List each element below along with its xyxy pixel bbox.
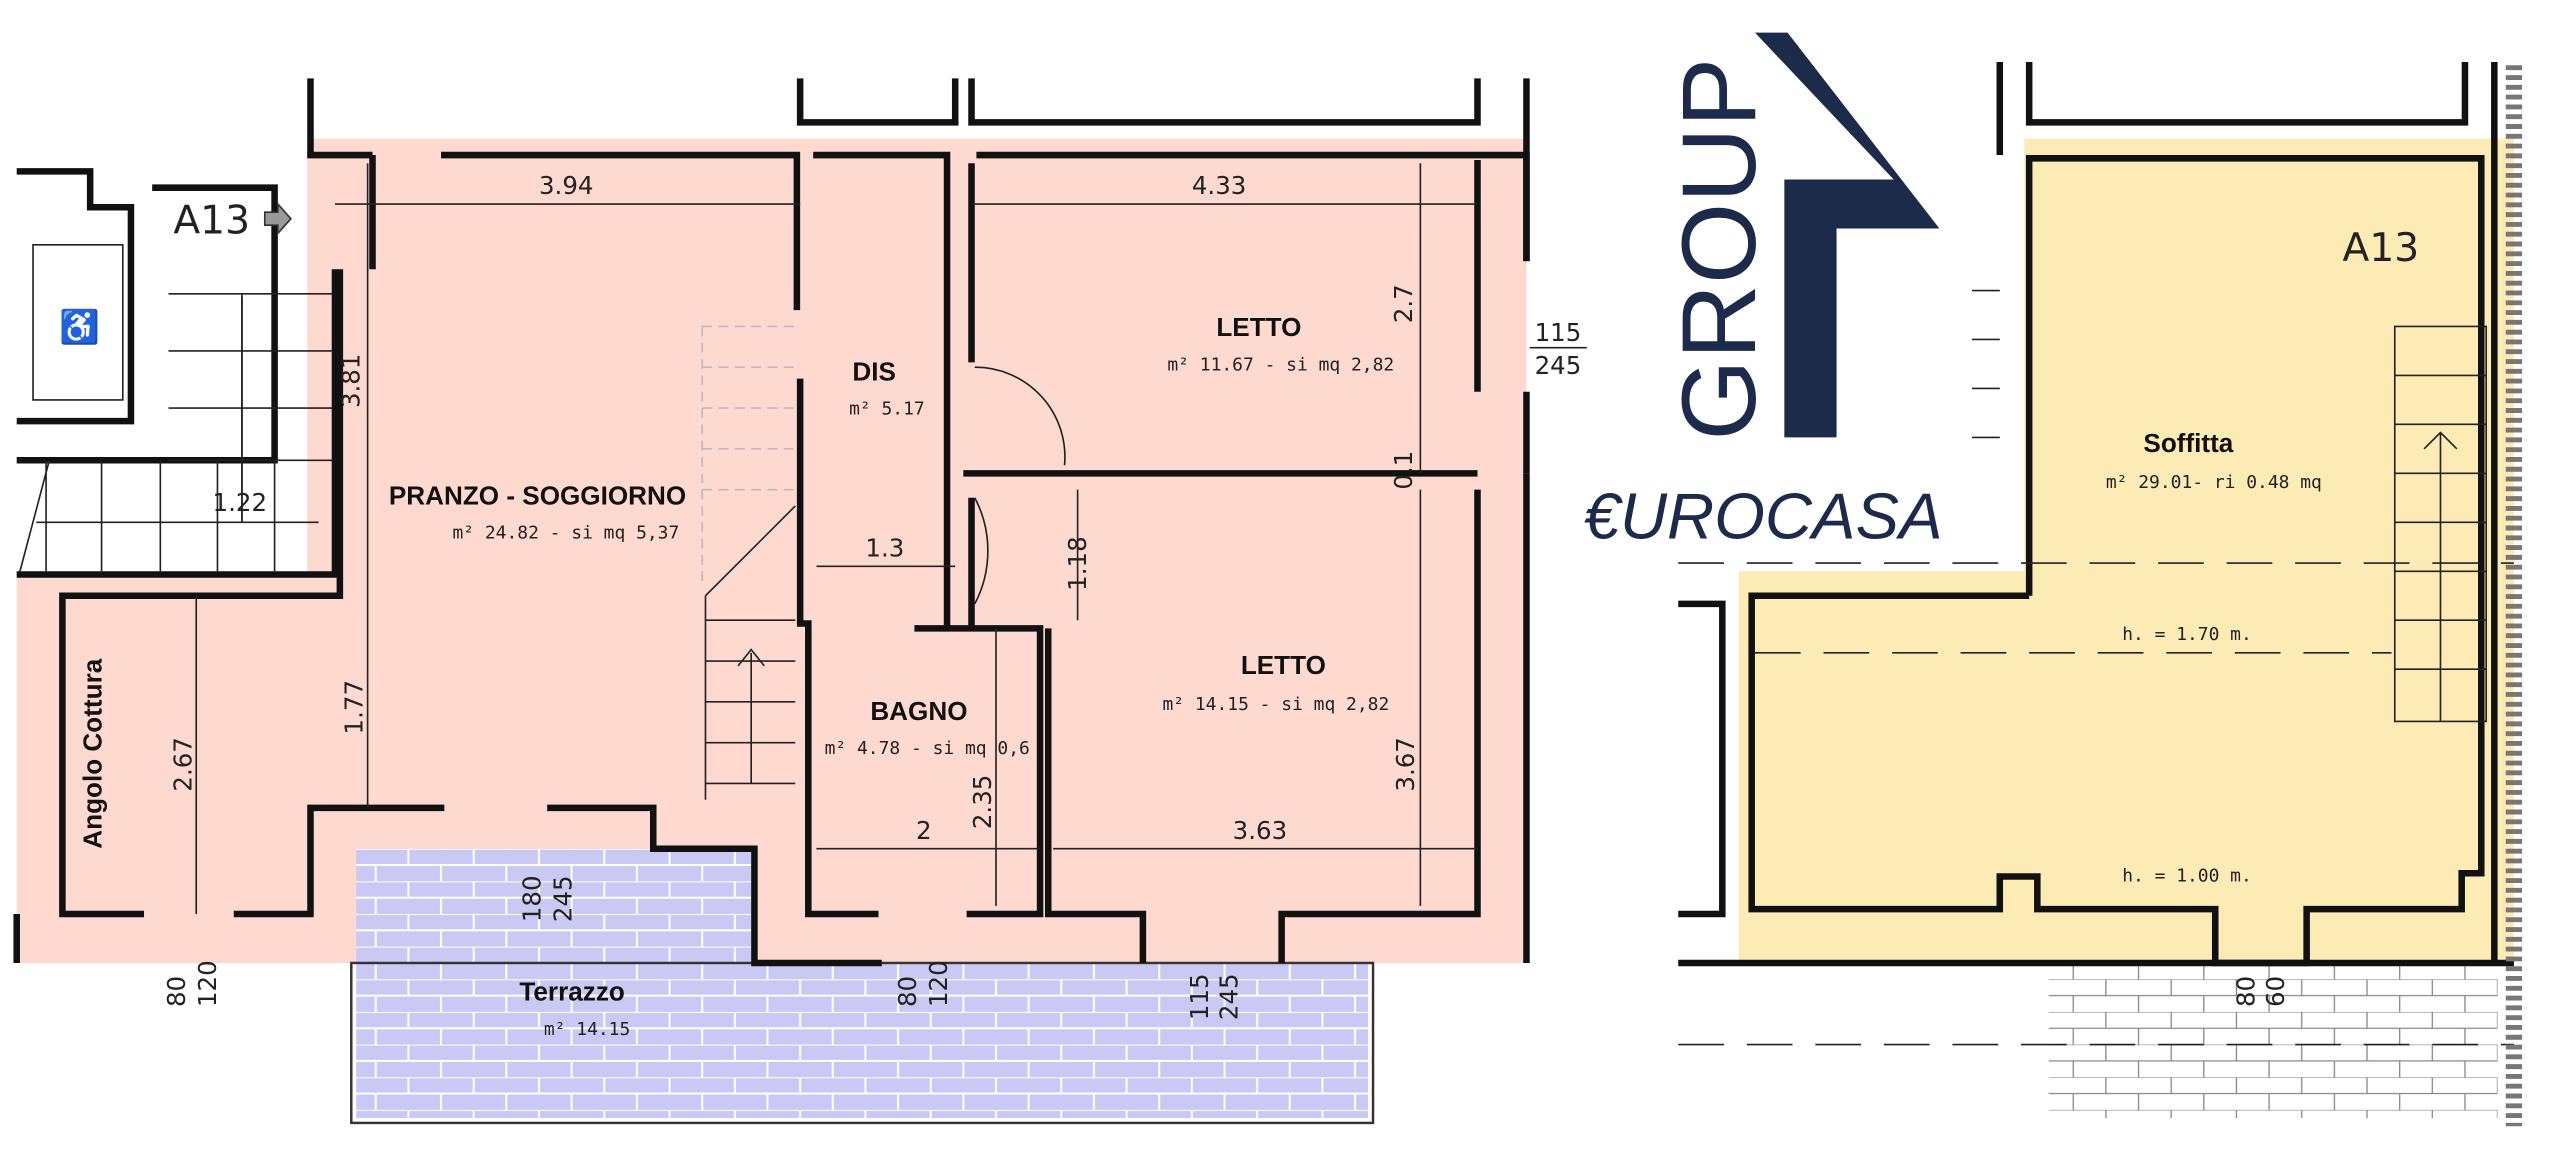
attic-stair [2393,325,2487,723]
dim-label: 2 [916,816,932,845]
svg-text:115: 115 [1185,973,1214,1020]
room-name: PRANZO - SOGGIORNO [389,480,686,510]
svg-text:245: 245 [549,875,578,922]
window-label: 80 120 [893,960,953,1007]
ceiling-height-label: h. = 1.70 m. [2122,624,2252,645]
room-area: m² 4.78 - si mq 0,6 [825,738,1030,759]
room-name: LETTO [1241,650,1326,680]
room-area: m² 14.15 [544,1019,630,1040]
svg-text:120: 120 [924,960,953,1007]
room-name: Terrazzo [519,977,624,1007]
dim-label: 3.81 [336,354,365,408]
room-area: m² 14.15 - si mq 2,82 [1162,694,1389,715]
window-label: 115 245 [1529,318,1587,380]
dim-label: 2.67 [168,737,197,791]
room-name: DIS [852,356,896,386]
svg-text:180: 180 [518,875,547,922]
room-area: m² 11.67 - si mq 2,82 [1167,355,1394,376]
room-area: m² 24.82 - si mq 5,37 [452,523,679,544]
terrace-fill [356,848,1369,1119]
dim-label: 3.67 [1391,737,1420,791]
dim-label: 1.22 [213,488,267,517]
door-swing [974,366,1066,605]
svg-text:80: 80 [162,976,191,1007]
dim-label: 3.94 [539,171,593,200]
stair-core: ♿ [16,168,339,578]
dim-label: 2.35 [968,775,997,829]
room-name: BAGNO [870,696,967,726]
eurocasa-group-logo: GROUP €UROCASA [1584,32,1943,553]
dim-label: 2.7 [1389,284,1418,323]
internal-stair [701,325,796,800]
window-label: 115 245 [1185,973,1243,1020]
svg-text:€UROCASA: €UROCASA [1584,480,1943,553]
room-name: LETTO [1216,312,1301,342]
svg-text:80: 80 [893,976,922,1007]
room-area: m² 29.01- ri 0.48 mq [2106,472,2322,493]
unit-label: A13 [173,198,250,243]
dim-label: 3.63 [1233,816,1287,845]
attic-terrace [2048,962,2498,1119]
dim-label: 4.33 [1192,171,1246,200]
svg-text:80: 80 [2231,976,2260,1007]
svg-text:115: 115 [1535,318,1582,347]
window-label: 180 245 [518,875,578,922]
window-label: 80 60 [2231,976,2289,1007]
entrance-arrow-icon [263,201,292,236]
dim-label: 1.18 [1063,536,1092,590]
room-area: m² 5.17 [849,399,925,420]
dim-label: 1.3 [865,534,904,563]
wheelchair-icon: ♿ [59,308,100,346]
attic-plan: A13 Soffitta m² 29.01- ri 0.48 mq h. = 1… [1678,62,2523,1127]
dim-label: 1.77 [340,680,369,734]
svg-text:245: 245 [1535,351,1582,380]
svg-text:60: 60 [2261,976,2290,1007]
attic-fill [1738,138,2514,963]
main-floor-plan: ♿ A13 3.94 4.33 2.7 3.81 1.22 1.3 1.18 0… [13,78,1587,1125]
walls [13,78,1530,967]
living-area-fill [16,138,1527,963]
svg-text:245: 245 [1215,973,1244,1020]
svg-text:120: 120 [193,960,222,1007]
dim-label: 0.1 [1389,451,1418,490]
svg-text:GROUP: GROUP [1661,58,1778,441]
ceiling-height-label: h. = 1.00 m. [2122,865,2252,886]
unit-label: A13 [2343,226,2420,271]
room-name: Angolo Cottura [78,658,108,848]
room-name: Soffitta [2143,428,2233,458]
window-label: 80 120 [162,960,222,1007]
